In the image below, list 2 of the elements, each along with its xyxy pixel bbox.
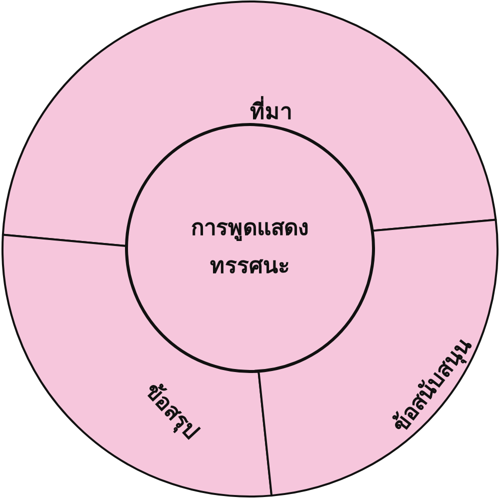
segment-label: ที่มา: [250, 95, 292, 130]
center-title: การพูดแสดงทรรศนะ: [190, 214, 310, 281]
